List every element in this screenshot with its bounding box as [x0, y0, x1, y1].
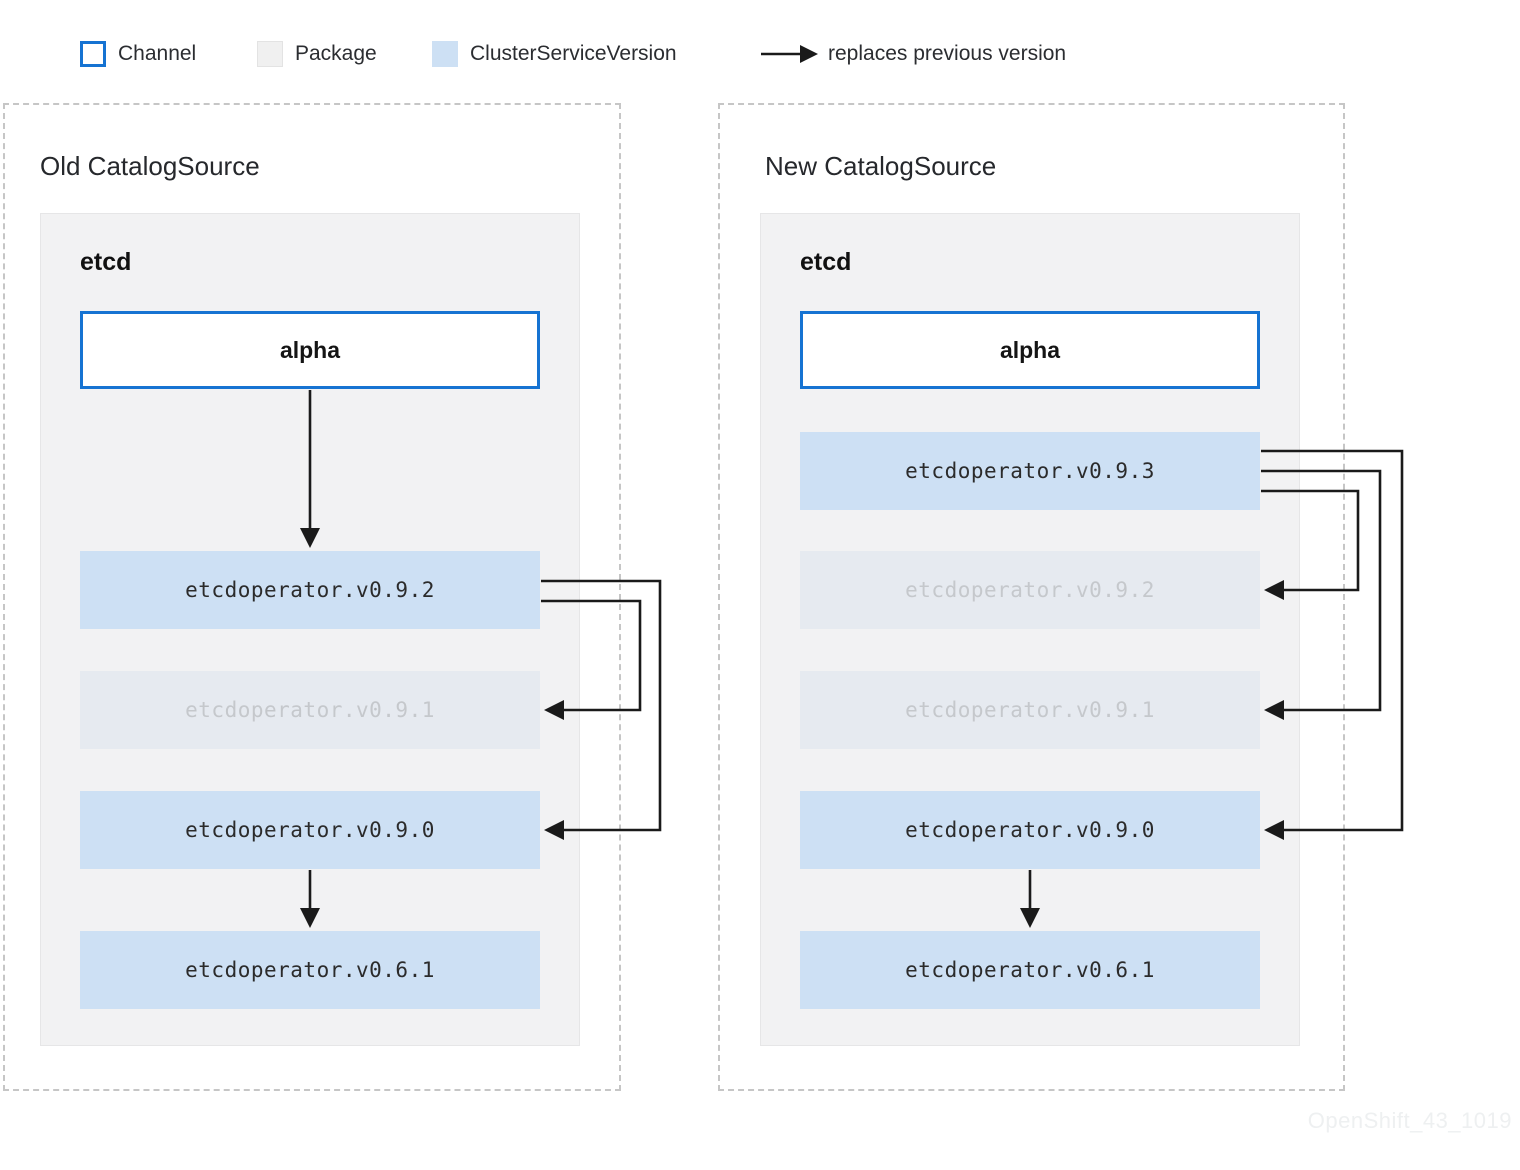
legend-channel-label: Channel: [118, 42, 197, 65]
new-package-name: etcd: [800, 248, 852, 276]
new-csv-box-v061: etcdoperator.v0.6.1: [800, 931, 1260, 1009]
old-csv-box-v090: etcdoperator.v0.9.0: [80, 791, 540, 869]
old-package-name: etcd: [80, 248, 132, 276]
new-csv-box-v090: etcdoperator.v0.9.0: [800, 791, 1260, 869]
legend-item-channel: Channel: [80, 40, 196, 68]
legend-package-label: Package: [295, 42, 377, 65]
new-csv-box-v091: etcdoperator.v0.9.1: [800, 671, 1260, 749]
watermark-label: OpenShift_43_1019: [1307, 1108, 1512, 1133]
old-csv-box-v092: etcdoperator.v0.9.2: [80, 551, 540, 629]
new-csv-box-v092: etcdoperator.v0.9.2: [800, 551, 1260, 629]
new-channel-box: alpha: [800, 311, 1260, 389]
legend-item-package: Package: [257, 40, 377, 68]
csv-swatch-icon: [432, 41, 458, 67]
old-csv-box-v091: etcdoperator.v0.9.1: [80, 671, 540, 749]
legend-item-csv: ClusterServiceVersion: [432, 40, 677, 68]
channel-swatch-icon: [80, 41, 106, 67]
legend-replaces-label: replaces previous version: [828, 42, 1067, 65]
legend-item-replaces: replaces previous version: [760, 40, 1066, 68]
replaces-arrow-icon: [761, 45, 818, 63]
package-swatch-icon: [257, 41, 283, 67]
new-csv-box-v093: etcdoperator.v0.9.3: [800, 432, 1260, 510]
old-channel-box: alpha: [80, 311, 540, 389]
new-catalog-title: New CatalogSource: [765, 151, 997, 181]
old-catalog-title: Old CatalogSource: [40, 151, 260, 181]
legend-csv-label: ClusterServiceVersion: [470, 42, 677, 65]
old-csv-box-v061: etcdoperator.v0.6.1: [80, 931, 540, 1009]
